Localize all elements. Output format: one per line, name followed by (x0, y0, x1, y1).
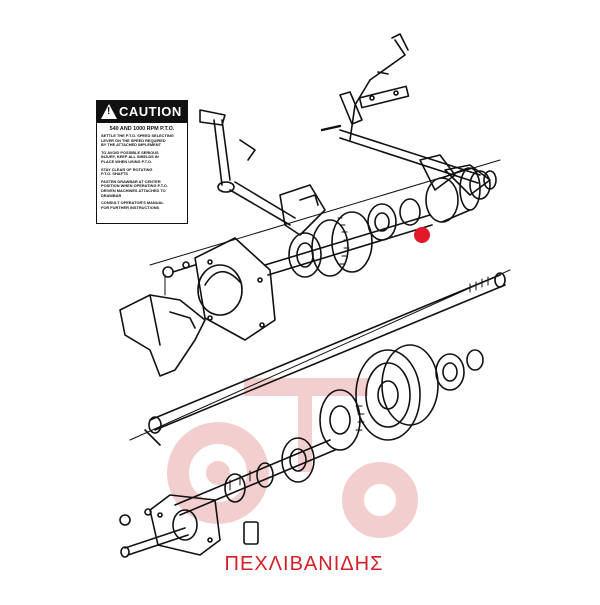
selector-lever (320, 33, 410, 141)
caution-line: BY THE ATTACHED IMPLEMENT (101, 142, 161, 148)
watermark-logo (167, 422, 418, 538)
caution-subtitle: 540 AND 1000 RPM P.T.O. (109, 126, 175, 132)
watermark-roof (244, 378, 368, 396)
lower-gear-cluster (319, 344, 484, 451)
caution-header: CAUTION (97, 101, 187, 123)
caution-line: DRIVEN MACHINES ATTACHED TO (101, 187, 166, 193)
axis-line-lower (129, 269, 511, 441)
watermark-brand-text: ΠΕΧΛΙΒΑΝΙΔΗΣ (224, 553, 384, 575)
watermark-hub (206, 461, 230, 485)
caution-line: POSITION WHEN OPERATING P.T.O. (101, 183, 168, 189)
watermark-rear-wheel (167, 422, 269, 524)
upper-bearing-2 (367, 203, 397, 241)
upper-bearing (288, 232, 322, 278)
output-flange (119, 494, 259, 558)
caution-line: SETTLE THE P.T.O. SPEED SELECTING (101, 133, 174, 138)
pto-housing-cover (194, 237, 276, 341)
watermark-front-wheel (342, 462, 418, 538)
caution-line: STAY CLEAR OF ROTATING (101, 166, 153, 172)
linkage-arm (199, 109, 326, 236)
shift-rod-upper (339, 129, 497, 200)
warning-triangle-icon (101, 104, 117, 119)
caution-line: INJURY, KEEP ALL SHIELDS IN (101, 154, 159, 160)
caution-title: CAUTION (119, 104, 182, 119)
upper-gear-2 (331, 211, 373, 273)
upper-gear-shaft (264, 167, 481, 278)
caution-line: FOR FURTHER INSTRUCTIONS (101, 204, 160, 210)
highlight-marker (414, 227, 430, 243)
output-bearing (281, 437, 315, 483)
output-shaft (174, 437, 336, 516)
caution-line: TO AVOID POSSIBLE SERIOUS (101, 149, 159, 155)
caution-line: CONSULT OPERATOR'S MANUAL (101, 200, 164, 206)
lower-gear-large (355, 349, 421, 441)
bolts-top (162, 261, 196, 278)
spline-shaft (144, 272, 506, 446)
caution-decal: CAUTION 540 AND 1000 RPM P.T.O. SETTLE T… (96, 100, 188, 224)
caution-line: FASTEN DRAWBAR AT CENTER (101, 178, 161, 184)
caution-line: P.T.O. SHAFTS (101, 171, 128, 177)
caution-line: PLACE WHEN USING P.T.O. (101, 158, 152, 164)
caution-line: LEVER ON THE SPEED REQUIRED (101, 137, 166, 143)
pto-shield (119, 274, 206, 377)
caution-line: DRAWBAR (101, 192, 122, 198)
lower-bearing-right (435, 353, 465, 391)
lower-gear-small (319, 389, 361, 451)
